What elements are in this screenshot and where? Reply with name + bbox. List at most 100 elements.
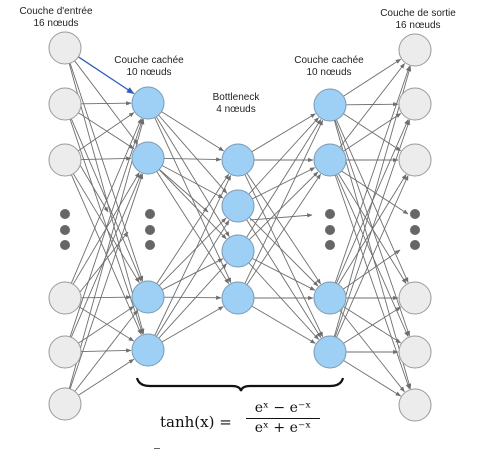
output-node-4	[398, 281, 432, 315]
edge-input-2-to-hidden1-1	[80, 156, 132, 161]
small-mark	[154, 448, 160, 449]
edge-bottleneck-0-to-hidden2-3	[244, 174, 324, 338]
input-node-6	[48, 387, 82, 421]
edge-hidden2-2-to-output-0	[334, 65, 410, 284]
hidden-layer-2-count: 10 nœuds	[306, 67, 352, 78]
edge-input-0-to-hidden1-2	[69, 63, 144, 282]
edge-input-1-to-hidden1-0	[80, 101, 132, 106]
output-node-5	[398, 335, 432, 369]
tanh-formula: tanh(x) = eˣ − e⁻ˣ eˣ + e⁻ˣ	[160, 400, 340, 448]
edge-input-3-to-hidden1-3	[78, 306, 135, 342]
bottleneck-node-2	[221, 189, 255, 223]
edge-input-1-to-hidden1-1	[78, 112, 135, 150]
edge-hidden1-1-to-bottleneck-2	[158, 169, 227, 240]
edge-bottleneck-2-to-hidden2-2	[251, 257, 316, 291]
formula-lhs: tanh(x) =	[160, 413, 232, 431]
input-ellipsis-dot-1	[60, 209, 70, 219]
edge-input-0-to-hidden1-0	[77, 56, 135, 95]
output-node-3	[398, 143, 432, 177]
edge-hidden1-3-to-bottleneck-3	[161, 306, 224, 343]
edge-input-0-to-hidden1-1	[74, 60, 139, 145]
hidden1-node-4	[131, 333, 165, 367]
hidden2-node-1	[313, 88, 347, 122]
edge-hidden1-1-to-bottleneck-3	[156, 171, 230, 285]
edge-bottleneck-1-to-hidden2-2	[248, 216, 319, 287]
input-ellipsis-dot-2	[60, 225, 70, 235]
hidden-layer-1-title: Couche cachée	[114, 55, 184, 66]
output-layer-title: Couche de sortie	[380, 8, 456, 19]
edge-stub-input-2	[79, 231, 129, 293]
edge-hidden1-3-to-bottleneck-1	[156, 219, 230, 337]
formula-fraction: eˣ − e⁻ˣ eˣ + e⁻ˣ	[246, 400, 320, 437]
output-layer-count: 16 nœuds	[395, 20, 441, 31]
edge-hidden1-1-to-bottleneck-0	[163, 157, 222, 162]
edge-hidden1-0-to-bottleneck-1	[158, 114, 228, 194]
hidden2-ellipsis-dot-2	[325, 225, 335, 235]
hidden-layer-1-count: 10 nœuds	[126, 67, 172, 78]
bottleneck-node-3	[221, 234, 255, 268]
edge-stub-hidden1-1	[159, 169, 209, 213]
edge-bottleneck-2-to-hidden2-0	[246, 118, 322, 238]
edge-bottleneck-0-to-hidden2-0	[251, 113, 316, 153]
bottleneck-node-4	[221, 281, 255, 315]
ellipsis-dots	[60, 209, 420, 250]
edge-input-5-to-hidden1-1	[69, 173, 144, 389]
hidden1-ellipsis-dot-1	[145, 209, 155, 219]
edge-hidden2-0-to-output-1	[345, 102, 399, 107]
edge-input-2-to-hidden1-0	[77, 112, 135, 152]
hidden-layer-1-label: Couche cachée 10 nœuds	[94, 55, 204, 79]
input-node-5	[48, 335, 82, 369]
hidden2-node-3	[313, 281, 347, 315]
edge-input-0-to-hidden1-3	[68, 63, 145, 335]
output-layer-label: Couche de sortie 16 nœuds	[362, 8, 474, 32]
input-node-3	[48, 143, 82, 177]
bottleneck-node-1	[221, 143, 255, 177]
hidden1-node-1	[131, 86, 165, 120]
edge-stub-hidden2-2	[341, 249, 401, 291]
edge-input-5-to-hidden1-0	[68, 118, 145, 389]
network-nodes	[48, 31, 432, 422]
edge-input-5-to-hidden1-2	[74, 309, 138, 392]
edge-hidden2-0-to-output-5	[333, 120, 412, 390]
edge-stub-input-1	[79, 164, 109, 213]
edge-hidden1-2-to-bottleneck-0	[156, 173, 230, 284]
edge-hidden1-0-to-bottleneck-0	[161, 111, 225, 152]
bottleneck-title: Bottleneck	[212, 92, 260, 103]
output-ellipsis-dot-1	[410, 209, 420, 219]
edge-bottleneck-3-to-hidden2-1	[246, 173, 321, 285]
hidden2-node-4	[313, 335, 347, 369]
input-node-1	[48, 31, 82, 65]
hidden2-node-2	[313, 143, 347, 177]
output-ellipsis-dot-3	[410, 240, 420, 250]
edge-bottleneck-2-to-hidden2-3	[248, 262, 319, 340]
bottleneck-label: Bottleneck 4 nœuds	[186, 92, 286, 116]
edge-bottleneck-1-to-hidden2-3	[246, 219, 322, 339]
edge-bottleneck-1-to-hidden2-1	[252, 167, 316, 200]
input-node-2	[48, 87, 82, 121]
formula-denominator: eˣ + e⁻ˣ	[254, 420, 312, 437]
output-node-2	[398, 87, 432, 121]
connection-edges	[68, 56, 412, 397]
hidden-layer-2-title: Couche cachée	[294, 55, 364, 66]
hidden2-ellipsis-dot-1	[325, 209, 335, 219]
edge-input-3-to-hidden1-0	[70, 118, 142, 284]
edge-hidden1-3-to-bottleneck-0	[154, 174, 232, 336]
edge-bottleneck-3-to-hidden2-3	[251, 305, 316, 344]
edge-hidden2-3-to-output-0	[333, 65, 412, 337]
edge-hidden1-2-to-bottleneck-2	[161, 258, 224, 291]
edge-bottleneck-3-to-hidden2-0	[244, 119, 324, 284]
edge-hidden2-0-to-output-0	[343, 58, 402, 97]
hidden1-ellipsis-dot-2	[145, 225, 155, 235]
input-layer-title: Couche d'entrée	[19, 6, 93, 17]
hidden1-node-3	[131, 280, 165, 314]
edge-hidden1-2-to-bottleneck-1	[158, 217, 227, 286]
edge-input-3-to-hidden1-2	[80, 295, 132, 300]
hidden1-ellipsis-dot-3	[145, 240, 155, 250]
edge-hidden1-2-to-bottleneck-3	[163, 295, 222, 300]
output-node-6	[398, 388, 432, 422]
edge-stub-hidden2-1	[339, 169, 409, 215]
edge-hidden2-1-to-output-0	[339, 63, 405, 148]
edge-bottleneck-2-to-hidden2-1	[249, 171, 319, 241]
bottleneck-count: 4 nœuds	[216, 104, 256, 115]
